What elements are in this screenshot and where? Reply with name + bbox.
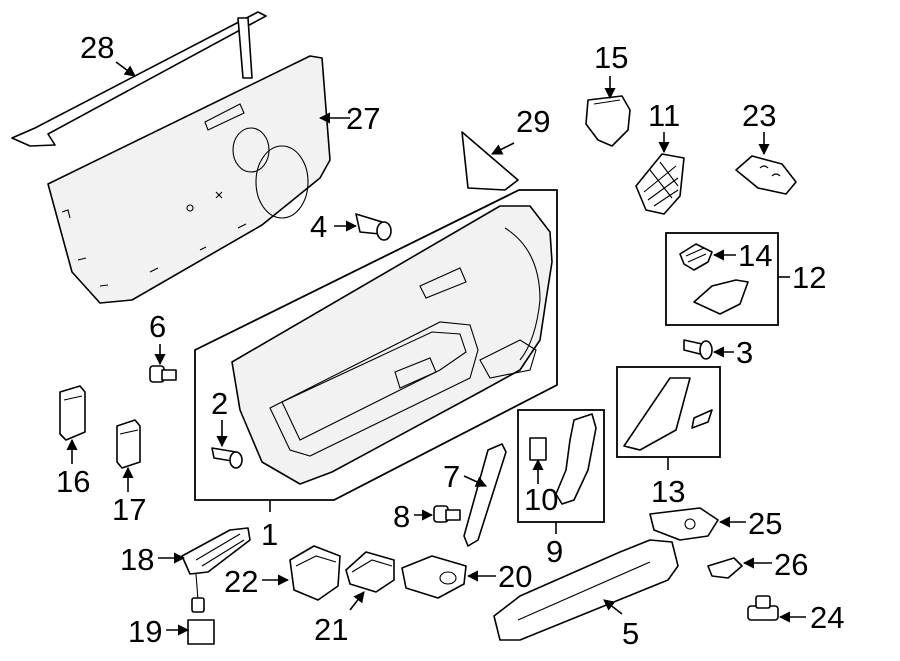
part-15-mirror-housing	[585, 95, 631, 147]
callout-10: 10	[524, 482, 558, 517]
callout-18: 18	[120, 542, 154, 577]
part-23-bracket	[735, 155, 797, 195]
part-25-bezel	[649, 507, 719, 541]
callout-15: 15	[594, 40, 628, 75]
part-17-switch	[116, 419, 141, 469]
part-6-bolt	[149, 365, 177, 383]
part-8-bolt	[433, 505, 461, 523]
part-27-panel-backing	[47, 55, 331, 304]
part-3-screw	[683, 339, 713, 360]
part-21-switch	[345, 551, 395, 593]
callout-19: 19	[128, 614, 162, 649]
part-11-speaker-grille	[635, 153, 685, 215]
part-12-cover	[693, 279, 749, 315]
part-7-strip	[463, 443, 507, 547]
part-18-handle	[181, 527, 251, 575]
callout-24: 24	[810, 600, 844, 635]
part-14-clip	[679, 243, 713, 271]
part-16-switch	[59, 385, 86, 441]
part-19-cable-end	[187, 573, 215, 645]
callout-28: 28	[80, 30, 114, 65]
part-1-door-trim	[231, 205, 553, 485]
callout-14: 14	[738, 238, 772, 273]
callout-13: 13	[651, 474, 685, 509]
leader-arrows	[66, 61, 806, 636]
callout-labels: 28 27 29 4 15 11 23 14 12 3 6 2 16 17 7 …	[56, 30, 844, 651]
callout-6: 6	[149, 309, 166, 344]
callout-5: 5	[622, 616, 639, 651]
part-2-clip	[211, 447, 243, 469]
callout-12: 12	[792, 260, 826, 295]
part-9-group-box	[517, 409, 605, 523]
part-29-mirror-cover	[461, 131, 519, 191]
part-22-switch	[289, 545, 341, 601]
callout-11: 11	[648, 98, 680, 133]
callout-22: 22	[224, 564, 258, 599]
part-4-push-pin	[355, 213, 392, 241]
part-5-armrest	[493, 539, 679, 641]
callout-7: 7	[443, 459, 460, 494]
callout-27: 27	[346, 101, 380, 136]
callout-17: 17	[112, 492, 146, 527]
part-12-group-box	[665, 232, 779, 326]
part-24-plug	[747, 595, 779, 621]
callout-4: 4	[310, 209, 327, 244]
part-26-clip	[707, 557, 743, 579]
part-9-handle	[555, 413, 597, 505]
part-10-insert	[529, 437, 547, 461]
callout-25: 25	[748, 506, 782, 541]
part-13-trim	[623, 377, 713, 451]
part-1-group-box	[194, 189, 558, 501]
part-20-bezel	[401, 555, 467, 599]
callout-8: 8	[393, 499, 410, 534]
callout-21: 21	[314, 612, 348, 647]
callout-20: 20	[498, 559, 532, 594]
callout-9: 9	[546, 534, 563, 569]
callout-2: 2	[211, 386, 228, 421]
callout-23: 23	[742, 98, 776, 133]
callout-16: 16	[56, 464, 90, 499]
part-28-strip	[11, 11, 267, 147]
callout-3: 3	[736, 335, 753, 370]
callout-29: 29	[516, 104, 550, 139]
callout-1: 1	[261, 517, 278, 552]
callout-26: 26	[774, 547, 808, 582]
